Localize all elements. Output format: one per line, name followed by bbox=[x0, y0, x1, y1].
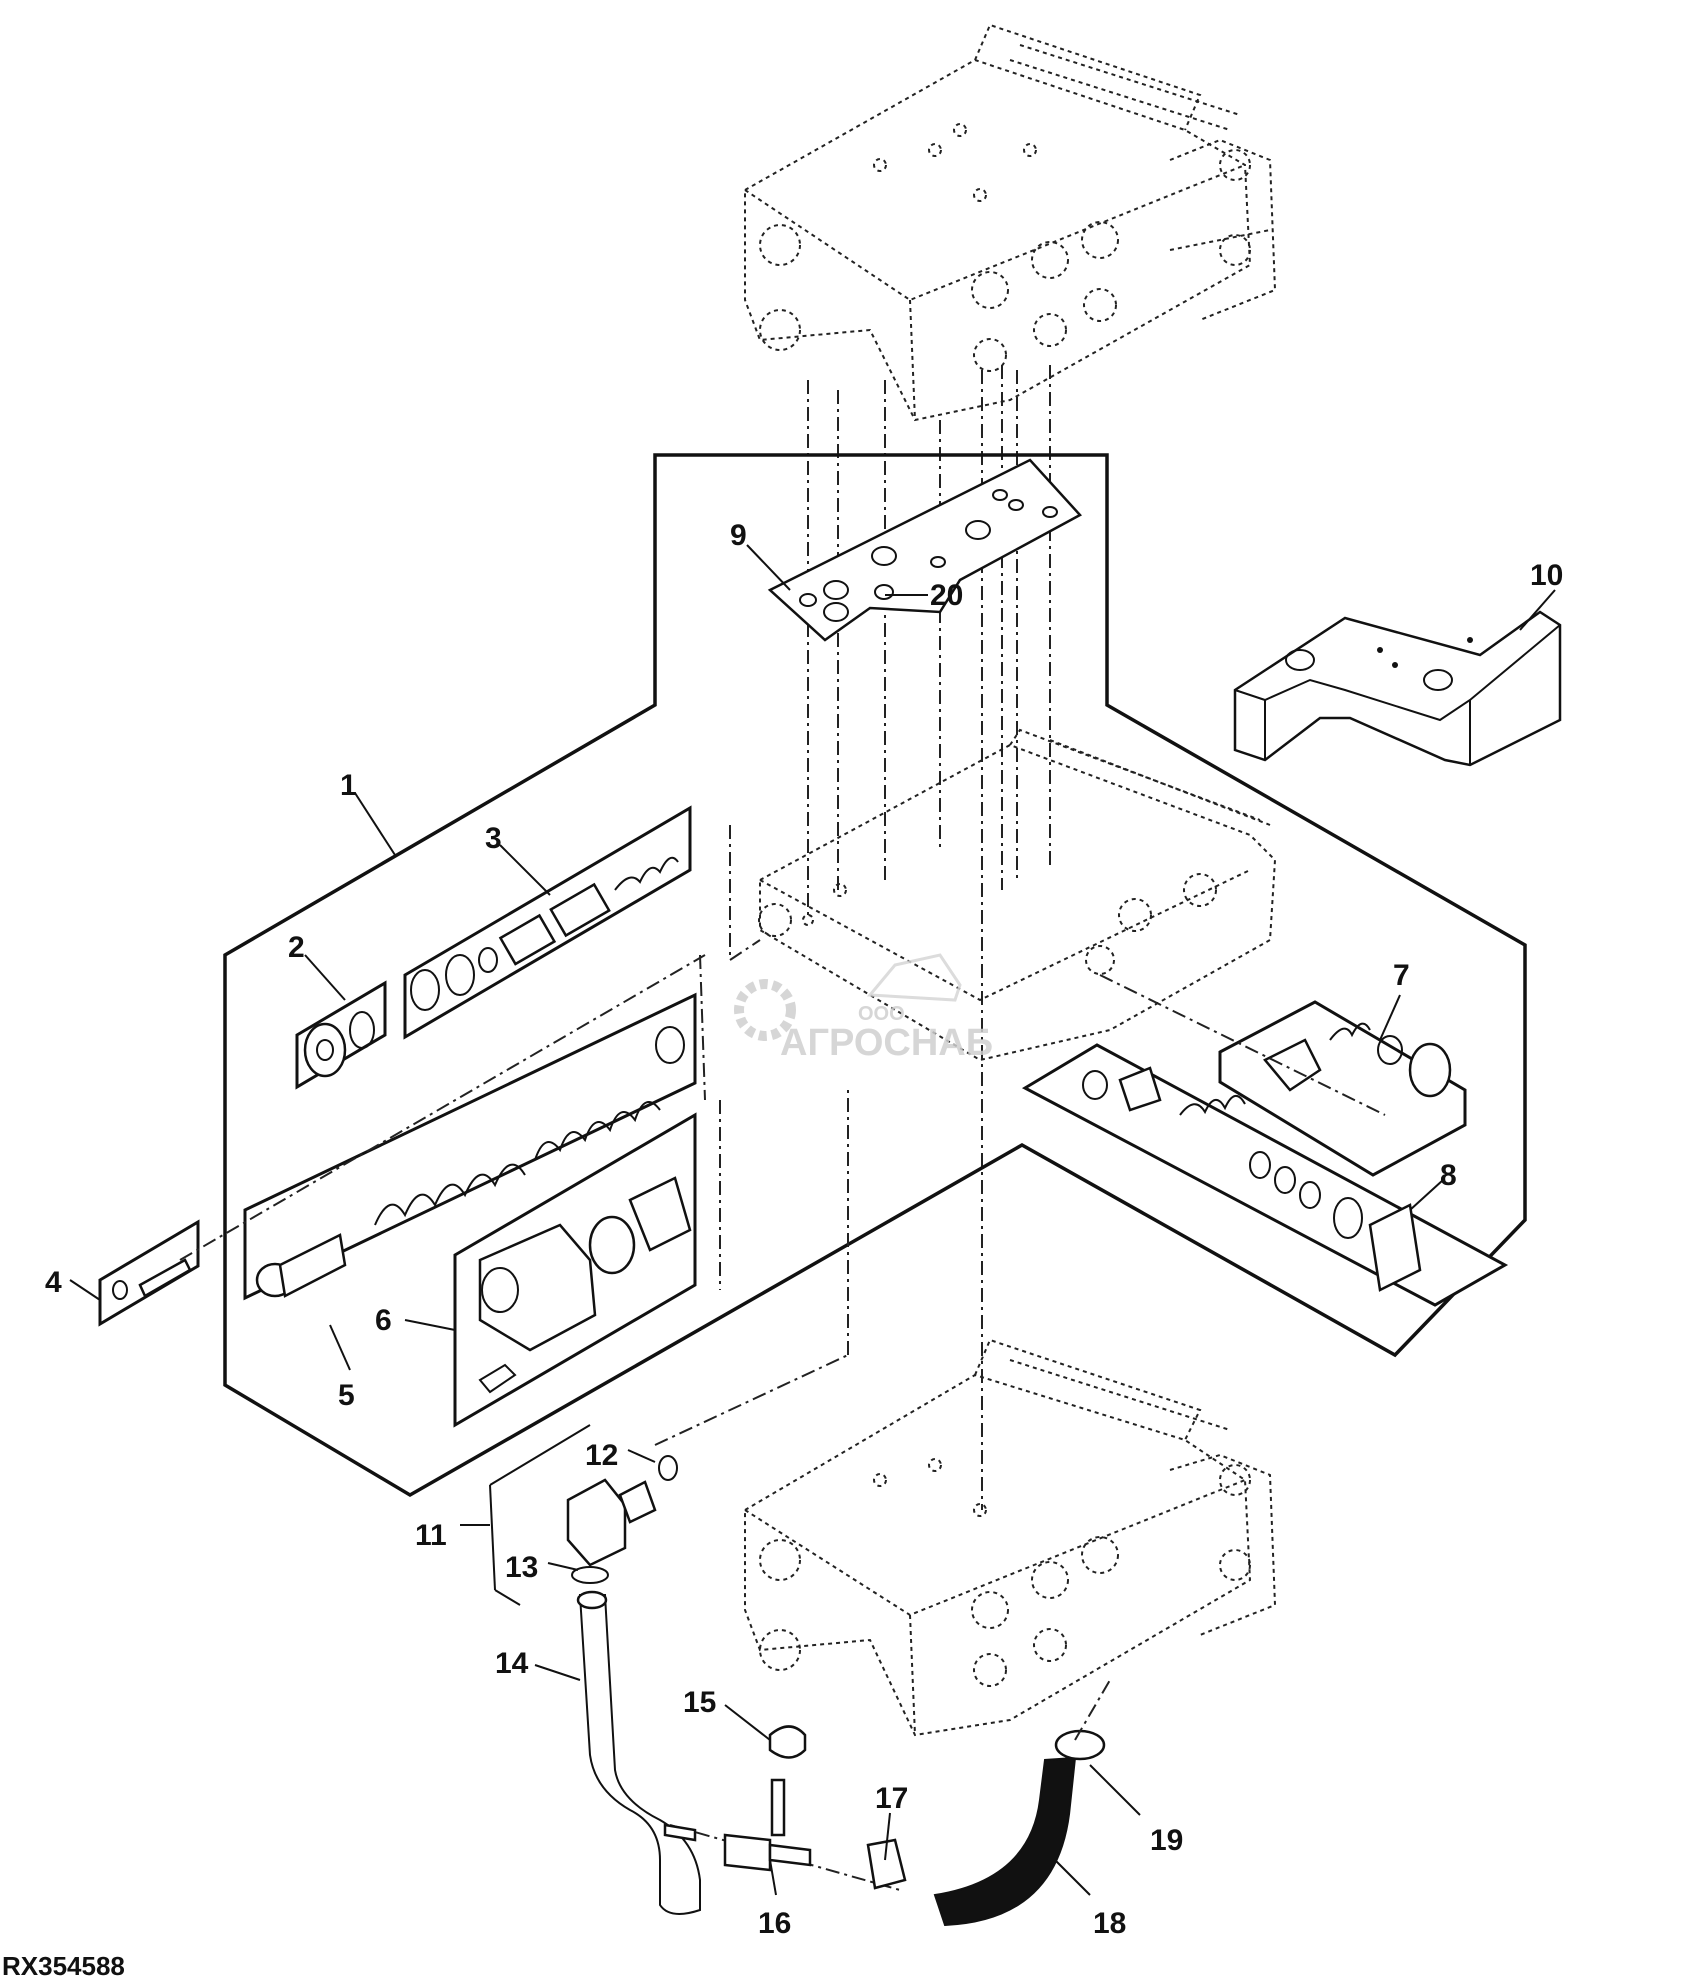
callout-11: 11 bbox=[415, 1519, 447, 1552]
watermark-logo: ООО АГРОСНАБ bbox=[734, 953, 993, 1064]
callout-8: 8 bbox=[1440, 1159, 1457, 1192]
callout-5: 5 bbox=[338, 1379, 355, 1412]
callout-10: 10 bbox=[1530, 559, 1563, 592]
leader-lines bbox=[69, 544, 1556, 1896]
relief-valve-box bbox=[1218, 1000, 1467, 1177]
callout-3: 3 bbox=[485, 822, 502, 855]
callout-19: 19 bbox=[1150, 1824, 1183, 1857]
callout-1: 1 bbox=[340, 769, 357, 802]
callout-6: 6 bbox=[375, 1304, 392, 1337]
cap-kit-box bbox=[453, 1112, 697, 1428]
callout-2: 2 bbox=[288, 931, 305, 964]
manifold-block bbox=[1233, 610, 1562, 767]
callout-20: 20 bbox=[930, 579, 963, 612]
valve-block-middle bbox=[758, 728, 1277, 1062]
callout-16: 16 bbox=[758, 1907, 791, 1940]
alignment-lines-diagonal bbox=[179, 825, 1386, 1446]
pin-box bbox=[98, 1219, 200, 1327]
gasket-plate bbox=[767, 458, 1082, 642]
callout-17: 17 bbox=[875, 1782, 908, 1815]
valve-block-bottom bbox=[744, 1338, 1277, 1737]
relief-valve-box-2 bbox=[1021, 1043, 1509, 1307]
callout-4: 4 bbox=[45, 1266, 62, 1299]
callout-7: 7 bbox=[1393, 959, 1410, 992]
hose bbox=[933, 1756, 1077, 1927]
tee-fitting bbox=[663, 1725, 907, 1891]
assembly-frame bbox=[223, 453, 1527, 1498]
callout-12: 12 bbox=[585, 1439, 618, 1472]
plug-box bbox=[295, 980, 387, 1090]
watermark-line2: АГРОСНАБ bbox=[780, 1022, 993, 1064]
tube-end bbox=[576, 1590, 608, 1610]
callout-labels: 1 2 3 4 5 6 7 8 9 10 11 12 13 14 15 16 1… bbox=[45, 519, 1563, 1940]
elbow-fitting bbox=[489, 1424, 678, 1606]
valve-block-top bbox=[744, 23, 1277, 422]
callout-13: 13 bbox=[505, 1551, 538, 1584]
hose-clamp bbox=[1054, 1679, 1111, 1761]
tube bbox=[578, 1594, 701, 1915]
callout-15: 15 bbox=[683, 1686, 716, 1719]
spring-kit-box bbox=[243, 992, 697, 1301]
callout-14: 14 bbox=[495, 1647, 529, 1680]
watermark-line1: ООО bbox=[858, 1003, 905, 1025]
spool-kit-box bbox=[403, 805, 692, 1040]
callout-9: 9 bbox=[730, 519, 747, 552]
callout-18: 18 bbox=[1093, 1907, 1126, 1940]
reference-code: RX354588 bbox=[2, 1951, 125, 1981]
